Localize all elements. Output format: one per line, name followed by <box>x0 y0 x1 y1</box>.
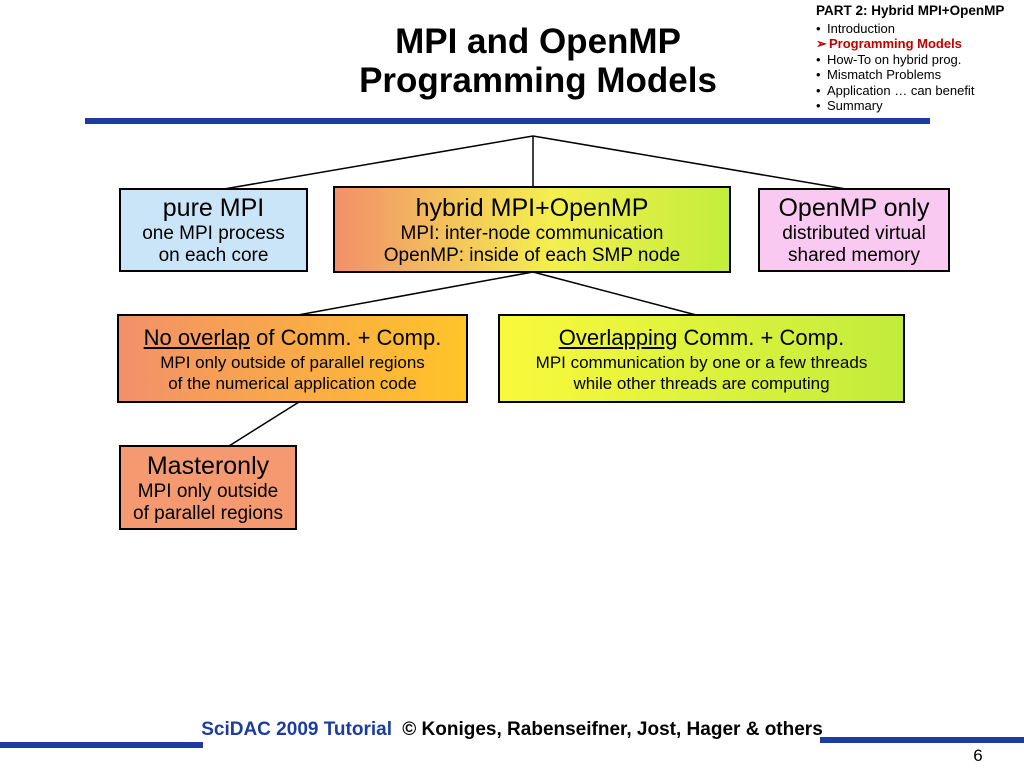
node-title: OpenMP only <box>778 194 930 222</box>
node-line: MPI: inter-node communication <box>400 222 664 244</box>
outline-item-application: • Application … can benefit <box>816 83 1022 99</box>
outline-item-label: How-To on hybrid prog. <box>827 51 962 67</box>
slide-title: MPI and OpenMP Programming Models <box>148 22 928 100</box>
node-line: MPI only outside of parallel regions <box>160 352 425 372</box>
node-line: MPI communication by one or a few thread… <box>535 352 868 372</box>
node-line: of parallel regions <box>133 502 283 524</box>
node-title: Masteronly <box>146 451 270 480</box>
node-line: while other threads are computing <box>573 373 830 393</box>
slide-title-line1: MPI and OpenMP <box>395 22 681 61</box>
outline-item-mismatch: • Mismatch Problems <box>816 67 1022 83</box>
node-pure-mpi: pure MPI one MPI process on each core <box>119 188 308 272</box>
node-title: Overlapping Comm. + Comp. <box>558 324 845 350</box>
node-masteronly: Masteronly MPI only outside of parallel … <box>119 445 297 530</box>
node-line: OpenMP: inside of each SMP node <box>383 244 681 266</box>
node-hybrid-mpi-openmp: hybrid MPI+OpenMP MPI: inter-node commun… <box>333 186 731 273</box>
outline-item-label: Application … can benefit <box>827 82 975 98</box>
node-line: shared memory <box>788 245 920 266</box>
outline-item-programming-models: ➢ Programming Models <box>816 36 1022 52</box>
node-line: distributed virtual <box>782 223 926 244</box>
connector-root-to-openmp-only <box>532 135 847 190</box>
node-overlapping: Overlapping Comm. + Comp. MPI communicat… <box>498 314 905 403</box>
bullet-icon: • <box>816 20 821 36</box>
bullet-icon: • <box>816 51 821 67</box>
connector-hybrid-to-no-overlap <box>297 271 534 316</box>
footer: SciDAC 2009 Tutorial © Koniges, Rabensei… <box>0 719 1024 741</box>
title-divider-line <box>85 118 930 124</box>
footer-tutorial-label: SciDAC 2009 Tutorial <box>201 719 392 740</box>
node-line: one MPI process <box>142 223 285 244</box>
node-title: hybrid MPI+OpenMP <box>415 193 649 222</box>
footer-credits: © Koniges, Rabenseifner, Jost, Hager & o… <box>402 719 823 740</box>
node-title: pure MPI <box>162 194 265 222</box>
arrow-bullet-icon: ➢ <box>816 36 827 51</box>
outline-item-label: Introduction <box>827 20 895 36</box>
connector-hybrid-to-overlapping <box>532 271 701 317</box>
outline-item-summary: • Summary <box>816 98 1022 114</box>
outline-item-label: Summary <box>827 98 883 113</box>
node-title: No overlap of Comm. + Comp. <box>143 324 442 350</box>
connector-no-overlap-to-masteronly <box>228 401 300 447</box>
node-no-overlap: No overlap of Comm. + Comp. MPI only out… <box>117 314 468 403</box>
bullet-icon: • <box>816 67 821 82</box>
footer-line-left <box>0 742 203 748</box>
outline-item-label: Mismatch Problems <box>827 67 942 82</box>
node-line: on each core <box>158 245 269 266</box>
bullet-icon: • <box>816 82 821 98</box>
node-line: MPI only outside <box>137 480 279 502</box>
slide-title-line2: Programming Models <box>359 61 717 100</box>
outline-item-introduction: • Introduction <box>816 21 1022 37</box>
node-openmp-only: OpenMP only distributed virtual shared m… <box>758 188 950 272</box>
outline-item-how-to: • How-To on hybrid prog. <box>816 52 1022 68</box>
bullet-icon: • <box>816 98 821 113</box>
footer-line-right <box>820 737 1024 743</box>
outline-item-label: Programming Models <box>829 36 962 51</box>
outline-header: PART 2: Hybrid MPI+OpenMP <box>816 3 1005 18</box>
outline-panel: PART 2: Hybrid MPI+OpenMP • Introduction… <box>816 3 1022 114</box>
page-number: 6 <box>973 746 983 765</box>
connector-root-to-pure-mpi <box>223 135 534 190</box>
node-line: of the numerical application code <box>168 373 417 393</box>
